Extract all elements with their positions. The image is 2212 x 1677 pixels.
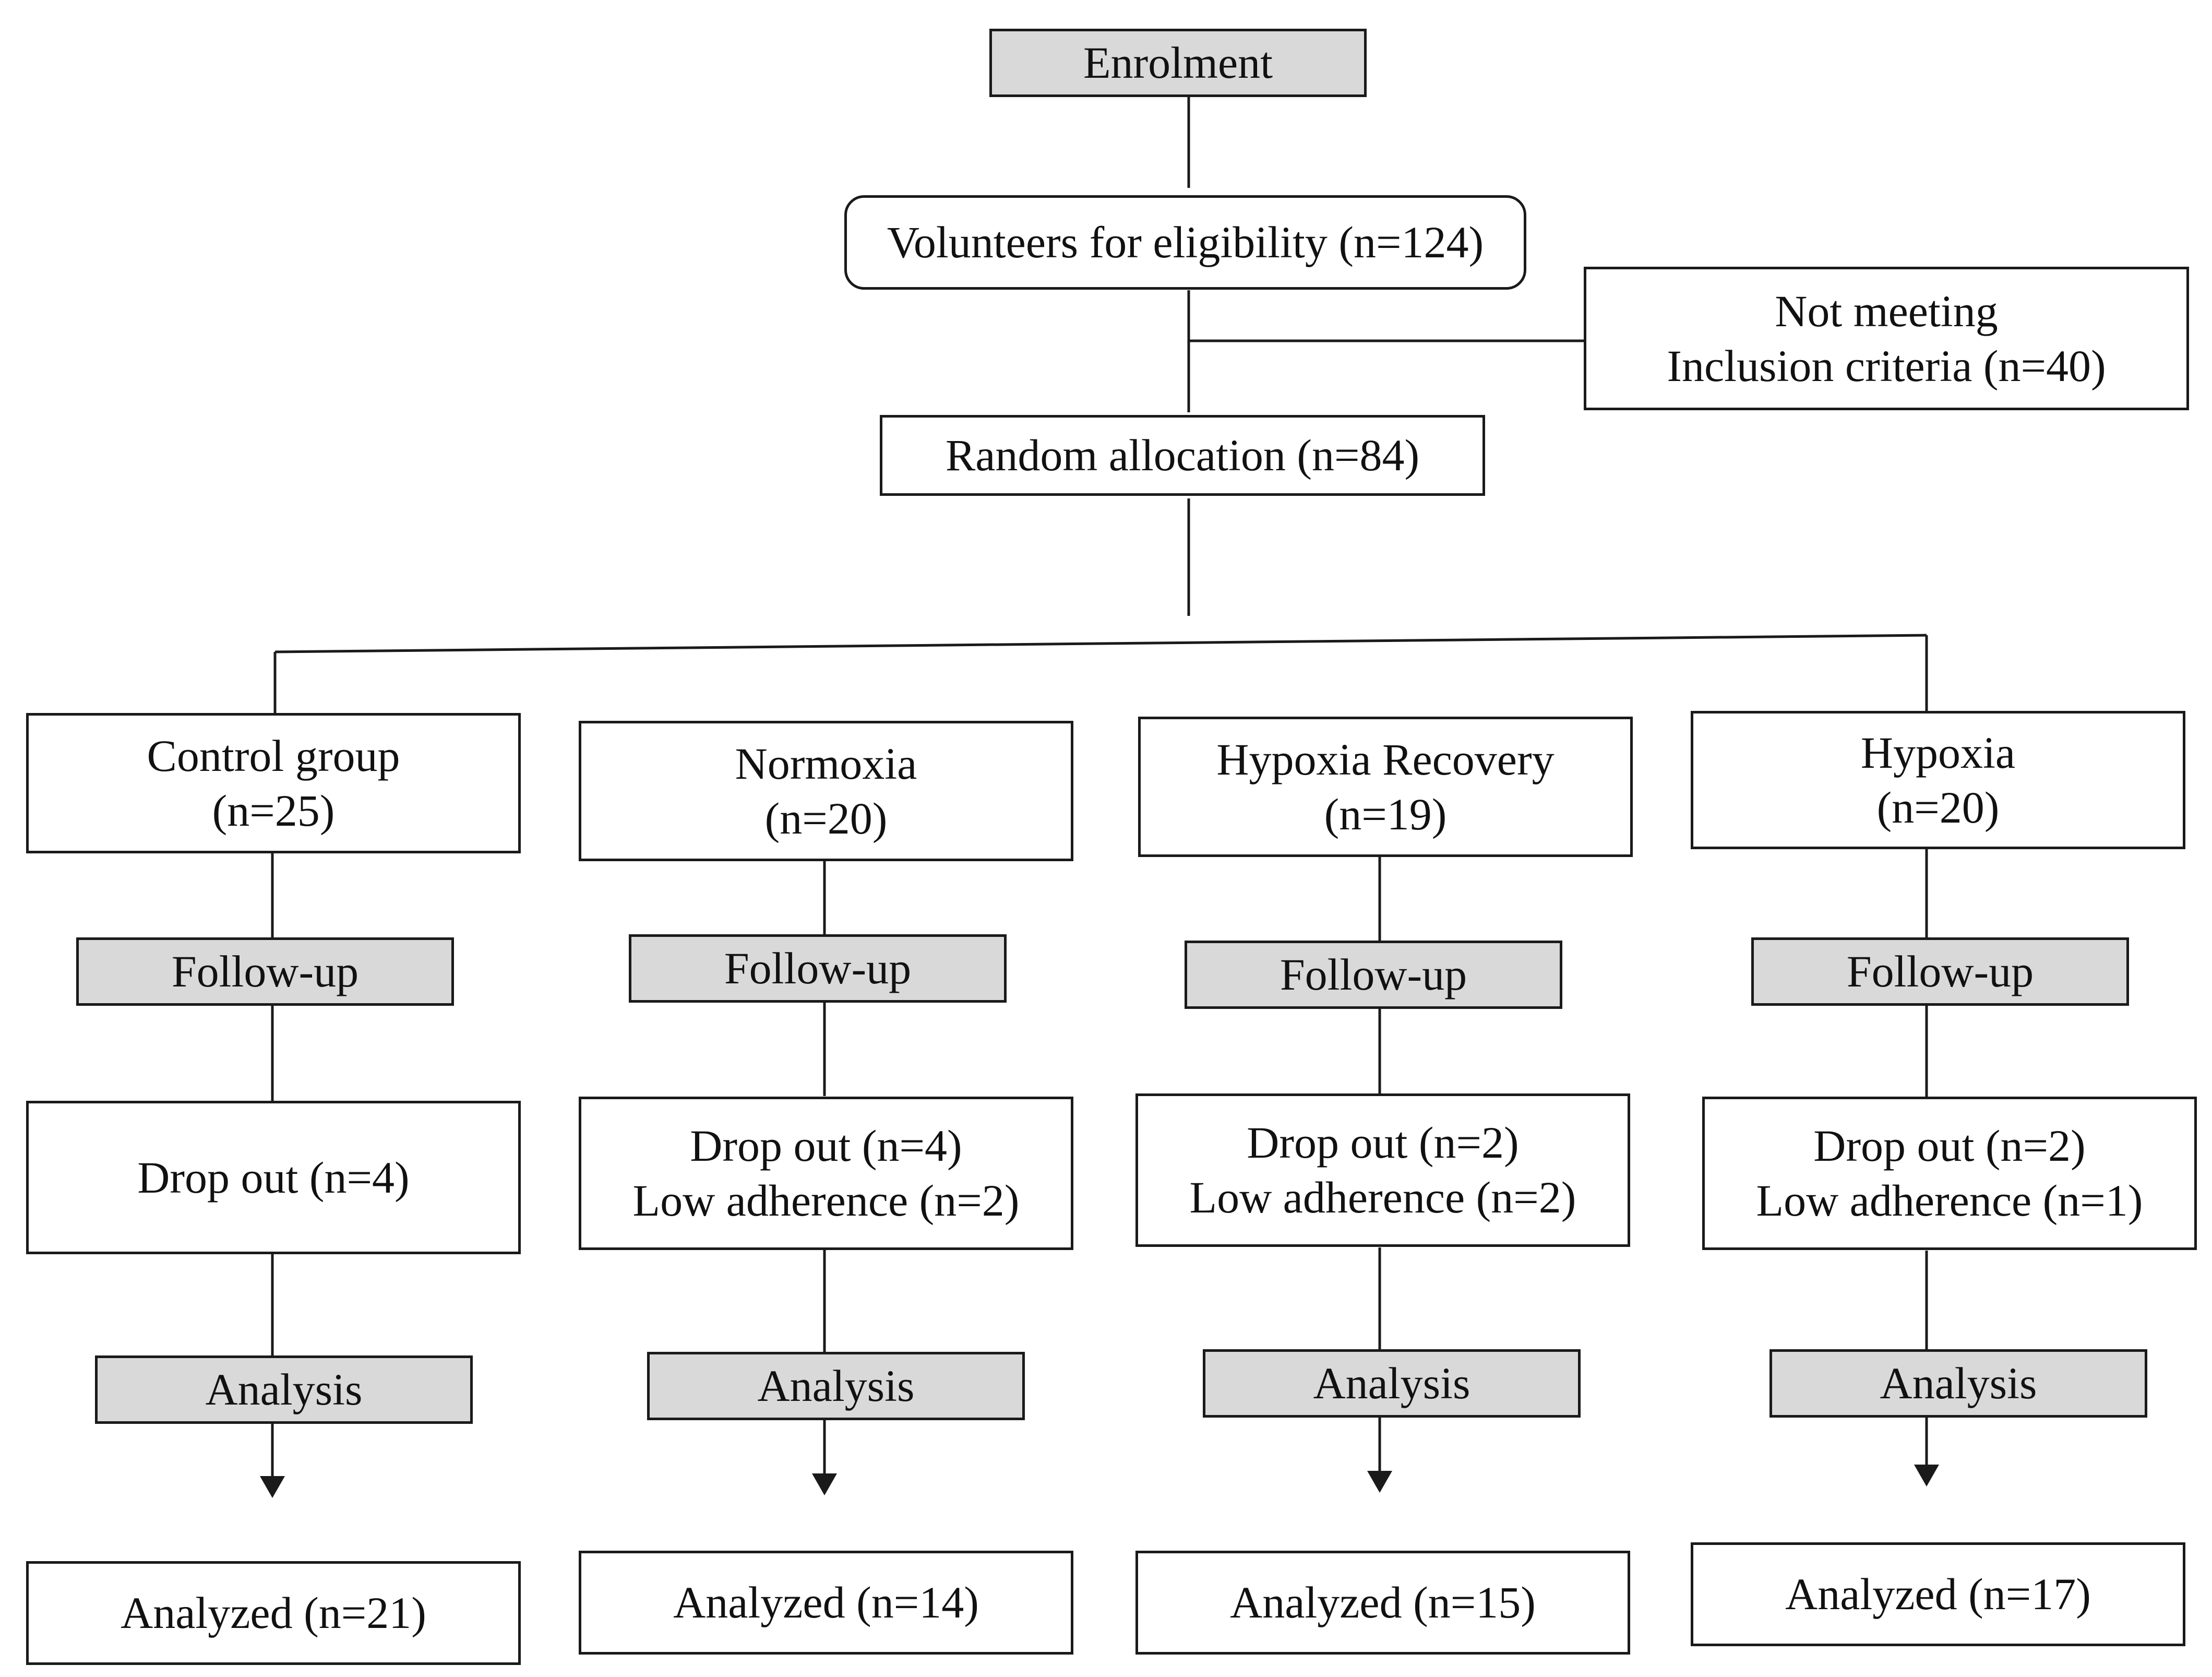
analyzed-box-control: Analyzed (n=21): [26, 1561, 521, 1665]
arrowhead-hypoxia: [1914, 1465, 1939, 1486]
analyzed-label: Analyzed (n=21): [121, 1588, 426, 1638]
arrowhead-control: [260, 1476, 285, 1498]
arrowhead-normoxia: [812, 1473, 837, 1495]
group-name: Hypoxia: [1860, 727, 2016, 778]
group-name: Control group: [147, 730, 400, 781]
loss-line-1: Drop out (n=4): [690, 1121, 962, 1171]
analyzed-box-normoxia: Analyzed (n=14): [579, 1551, 1073, 1655]
screening-box: Volunteers for eligibility (n=124): [844, 195, 1526, 290]
group-name: Normoxia: [735, 738, 917, 789]
allocation-box: Random allocation (n=84): [880, 415, 1485, 496]
loss-box-control: Drop out (n=4): [26, 1101, 521, 1254]
loss-line-2: Low adherence (n=2): [1189, 1172, 1576, 1222]
analyzed-box-hypoxia: Analyzed (n=17): [1691, 1542, 2185, 1646]
loss-line-1: Drop out (n=2): [1813, 1121, 2086, 1171]
group-count: (n=19): [1324, 789, 1447, 839]
analyzed-label: Analyzed (n=17): [1785, 1569, 2091, 1620]
screening-label: Volunteers for eligibility (n=124): [887, 217, 1484, 268]
loss-line-1: Drop out (n=2): [1247, 1117, 1519, 1168]
followup-label: Follow-up: [724, 943, 912, 994]
loss-line-2: Low adherence (n=2): [632, 1175, 1020, 1226]
analyzed-label: Analyzed (n=14): [673, 1577, 979, 1628]
analysis-box-normoxia: Analysis: [647, 1352, 1025, 1420]
group-box-normoxia: Normoxia (n=20): [579, 721, 1073, 861]
group-box-control: Control group (n=25): [26, 713, 521, 853]
loss-box-hypoxia-recovery: Drop out (n=2) Low adherence (n=2): [1135, 1093, 1630, 1247]
followup-label: Follow-up: [1846, 946, 2034, 997]
group-box-hypoxia-recovery: Hypoxia Recovery (n=19): [1138, 717, 1633, 857]
analysis-label: Analysis: [1880, 1358, 2037, 1409]
arrowhead-recovery: [1367, 1471, 1392, 1493]
analysis-box-hypoxia-recovery: Analysis: [1203, 1349, 1581, 1418]
followup-box-normoxia: Follow-up: [629, 934, 1007, 1003]
analysis-box-control: Analysis: [95, 1355, 473, 1424]
exclusion-line-1: Not meeting: [1775, 286, 1998, 336]
group-name: Hypoxia Recovery: [1216, 734, 1555, 784]
exclusion-box: Not meeting Inclusion criteria (n=40): [1584, 267, 2189, 410]
loss-box-normoxia: Drop out (n=4) Low adherence (n=2): [579, 1097, 1073, 1250]
group-count: (n=20): [764, 793, 888, 843]
loss-line-2: Low adherence (n=1): [1756, 1175, 2143, 1226]
followup-label: Follow-up: [171, 946, 359, 997]
analysis-label: Analysis: [205, 1364, 363, 1415]
allocation-label: Random allocation (n=84): [945, 430, 1420, 481]
followup-box-control: Follow-up: [76, 937, 454, 1006]
followup-box-hypoxia: Follow-up: [1751, 937, 2129, 1006]
analysis-label: Analysis: [757, 1361, 915, 1411]
branch-horizontal: [274, 634, 1927, 653]
followup-label: Follow-up: [1280, 949, 1467, 1000]
group-box-hypoxia: Hypoxia (n=20): [1691, 711, 2185, 849]
followup-box-hypoxia-recovery: Follow-up: [1185, 941, 1562, 1009]
enrolment-label: Enrolment: [1083, 38, 1273, 88]
loss-line-1: Drop out (n=4): [137, 1152, 410, 1203]
loss-box-hypoxia: Drop out (n=2) Low adherence (n=1): [1702, 1097, 2197, 1250]
group-count: (n=20): [1876, 782, 2000, 832]
exclusion-line-2: Inclusion criteria (n=40): [1667, 340, 2106, 391]
analysis-label: Analysis: [1313, 1358, 1470, 1409]
enrolment-box: Enrolment: [989, 29, 1367, 97]
analyzed-box-hypoxia-recovery: Analyzed (n=15): [1135, 1551, 1630, 1655]
group-count: (n=25): [212, 785, 335, 836]
analysis-box-hypoxia: Analysis: [1769, 1349, 2147, 1418]
analyzed-label: Analyzed (n=15): [1230, 1577, 1536, 1628]
